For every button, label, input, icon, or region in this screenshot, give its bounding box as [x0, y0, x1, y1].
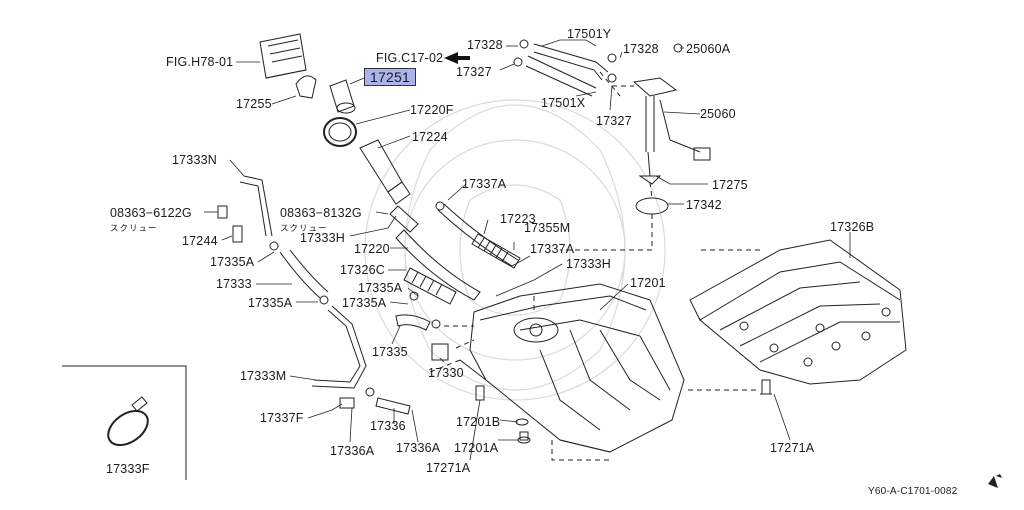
- inset-label-17333F[interactable]: 17333F: [106, 462, 150, 476]
- tube-17333M[interactable]: [311, 305, 367, 389]
- part-label-17244[interactable]: 17244: [182, 234, 218, 248]
- part-label-17335A-2[interactable]: 17335A: [248, 296, 293, 310]
- part-label-17335[interactable]: 17335: [372, 345, 408, 359]
- bolt-17271A-bottom[interactable]: [475, 385, 485, 401]
- part-label-17251-highlighted[interactable]: 17251: [364, 68, 416, 86]
- tube-17333N[interactable]: [239, 175, 273, 237]
- part-label-17271A-right[interactable]: 17271A: [770, 441, 815, 455]
- part-label-17201A[interactable]: 17201A: [454, 441, 499, 455]
- screw-note-left: スクリュー: [110, 223, 158, 233]
- bolt-17271A-right[interactable]: [760, 379, 772, 395]
- cap-17251[interactable]: [329, 79, 356, 114]
- part-label-08363-6122G[interactable]: 08363−6122G: [110, 206, 192, 220]
- part-label-17201[interactable]: 17201: [630, 276, 666, 290]
- hose-17333[interactable]: [269, 241, 329, 305]
- image-code: Y60-A-C1701-0082: [868, 486, 958, 497]
- hose-17337A[interactable]: [435, 201, 519, 267]
- part-label-25060A[interactable]: 25060A: [686, 42, 731, 56]
- part-label-17355M[interactable]: 17355M: [524, 221, 571, 235]
- clamp-17333F[interactable]: [102, 396, 154, 452]
- fig-ref-c17-02[interactable]: FIG.C17-02: [376, 51, 444, 65]
- part-label-17501Y[interactable]: 17501Y: [567, 27, 612, 41]
- shield-17326B[interactable]: [689, 239, 907, 385]
- part-label-17327-left[interactable]: 17327: [456, 65, 492, 79]
- tube-17220[interactable]: [395, 229, 481, 301]
- clamps-17328[interactable]: [513, 39, 617, 83]
- part-label-17333H-2[interactable]: 17333H: [566, 257, 611, 271]
- hose-17501Y[interactable]: [533, 43, 609, 81]
- filler-neck-17224[interactable]: [359, 139, 419, 233]
- part-label-17337A-2[interactable]: 17337A: [530, 242, 575, 256]
- part-label-17201B[interactable]: 17201B: [456, 415, 501, 429]
- watermark-logo: [364, 99, 666, 401]
- hose-17223[interactable]: [471, 233, 521, 269]
- bolt-17201A[interactable]: [517, 431, 531, 444]
- part-label-17333[interactable]: 17333: [216, 277, 252, 291]
- part-label-17335A-3[interactable]: 17335A: [358, 281, 403, 295]
- hose-17335[interactable]: [395, 291, 441, 331]
- fig-ref-arrow-icon: [444, 52, 470, 64]
- hose-17336[interactable]: [365, 387, 411, 415]
- part-label-17335A-4[interactable]: 17335A: [342, 296, 387, 310]
- part-label-17224[interactable]: 17224: [412, 130, 448, 144]
- fitting-17330[interactable]: [431, 343, 449, 361]
- part-label-17336[interactable]: 17336: [370, 419, 406, 433]
- part-label-17326B[interactable]: 17326B: [830, 220, 875, 234]
- part-label-08363-8132G[interactable]: 08363−8132G: [280, 206, 362, 220]
- hose-17501X[interactable]: [525, 55, 597, 97]
- leader-lines: [204, 39, 851, 461]
- part-label-17333H-1[interactable]: 17333H: [300, 231, 345, 245]
- hose-17326C[interactable]: [403, 267, 457, 305]
- part-label-17337F[interactable]: 17337F: [260, 411, 304, 425]
- bolt-08363-6122G[interactable]: [217, 205, 228, 219]
- ring-17220F[interactable]: [323, 117, 357, 147]
- part-label-17326C[interactable]: 17326C: [340, 263, 385, 277]
- part-label-17327-right[interactable]: 17327: [596, 114, 632, 128]
- part-label-17333N[interactable]: 17333N: [172, 153, 217, 167]
- part-label-17336A-1[interactable]: 17336A: [330, 444, 375, 458]
- part-label-17501X[interactable]: 17501X: [541, 96, 586, 110]
- part-label-17220F[interactable]: 17220F: [410, 103, 454, 117]
- screw-note-center: スクリュー: [280, 223, 328, 233]
- clip-17337F[interactable]: [339, 397, 355, 409]
- part-label-17333M[interactable]: 17333M: [240, 369, 287, 383]
- part-label-17335A-1[interactable]: 17335A: [210, 255, 255, 269]
- part-label-17337A-1[interactable]: 17337A: [462, 177, 507, 191]
- part-label-17328-right[interactable]: 17328: [623, 42, 659, 56]
- part-label-17275[interactable]: 17275: [712, 178, 748, 192]
- part-label-17223[interactable]: 17223: [500, 212, 536, 226]
- fig-ref-h78-01[interactable]: FIG.H78-01: [166, 55, 234, 69]
- part-label-17220[interactable]: 17220: [354, 242, 390, 256]
- part-label-17271A-bottom[interactable]: 17271A: [426, 461, 471, 475]
- part-label-17255[interactable]: 17255: [236, 97, 272, 111]
- part-label-17328-left[interactable]: 17328: [467, 38, 503, 52]
- part-label-25060[interactable]: 25060: [700, 107, 736, 121]
- fuel-tank-17201[interactable]: [459, 283, 685, 453]
- logo-mark-icon: [988, 474, 1002, 488]
- inset-box: [62, 365, 187, 480]
- gasket-17342[interactable]: [635, 197, 669, 215]
- part-label-17336A-2[interactable]: 17336A: [396, 441, 441, 455]
- canister-17244[interactable]: [232, 225, 243, 243]
- pump-25060[interactable]: [632, 77, 711, 185]
- part-label-17342[interactable]: 17342: [686, 198, 722, 212]
- dashed-guides: [429, 71, 760, 461]
- bracket-17255[interactable]: [259, 33, 317, 99]
- part-label-17330[interactable]: 17330: [428, 366, 464, 380]
